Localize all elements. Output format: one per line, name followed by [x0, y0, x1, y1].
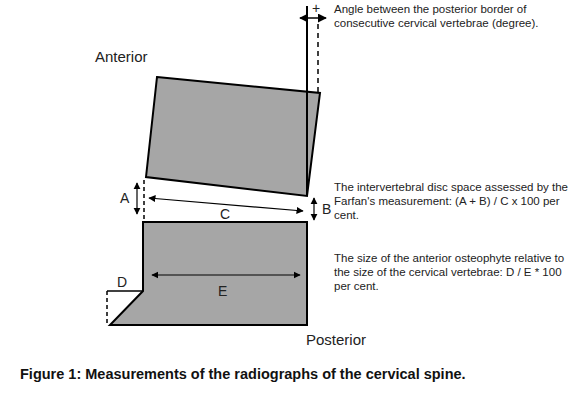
upper-vertebra — [146, 77, 320, 196]
d-line — [107, 290, 143, 292]
angle-note: Angle between the posterior border of co… — [334, 3, 580, 31]
measure-letter: E — [218, 283, 227, 300]
a-dashed-line — [143, 180, 145, 219]
sign-label: + — [312, 0, 320, 17]
farfan-note: The intervertebral disc space assessed b… — [334, 181, 580, 222]
a-arrow — [136, 183, 137, 214]
direction-label: Posterior — [306, 331, 366, 349]
osteophyte-note: The size of the anterior osteophyte rela… — [334, 252, 580, 293]
measure-letter: D — [117, 274, 127, 291]
measure-letter: C — [220, 206, 230, 223]
direction-label: Anterior — [95, 48, 148, 66]
b-arrow — [313, 198, 314, 220]
e-arrow — [152, 274, 300, 275]
lower-vertebra — [110, 222, 307, 325]
measure-letter: B — [322, 201, 331, 218]
d-dashed-line — [106, 291, 108, 324]
angle-dashed-line — [317, 24, 319, 92]
angle-arrow — [300, 17, 326, 19]
measure-letter: A — [120, 190, 129, 207]
figure-caption: Figure 1: Measurements of the radiograph… — [20, 366, 466, 383]
posterior-line — [306, 6, 308, 196]
